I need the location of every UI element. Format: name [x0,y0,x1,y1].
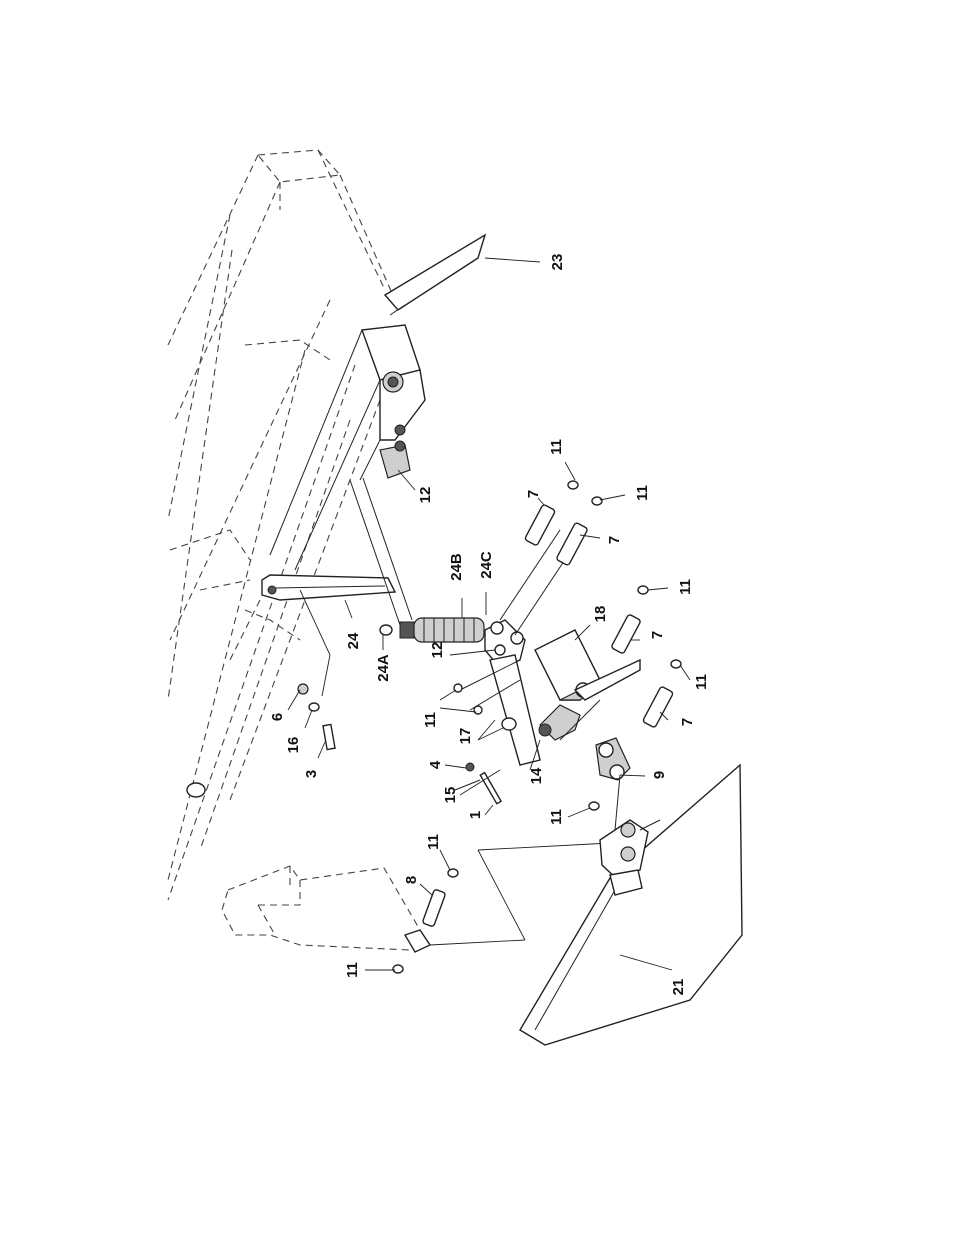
spring-assembly [380,618,484,642]
callout-24: 24 [345,632,362,649]
callout-17: 17 [457,728,474,745]
callout-11-lower-a: 11 [548,809,565,825]
callout-24b: 24B [448,553,465,581]
callout-24a: 24A [375,654,392,682]
callout-12-upper: 12 [417,487,434,504]
callout-3: 3 [303,770,320,778]
callout-15: 15 [442,787,459,804]
callout-12-lower: 12 [429,642,446,659]
callout-11-upper-a: 11 [548,439,565,455]
callout-11-right-a: 11 [677,579,694,595]
callout-24c: 24C [478,551,495,579]
slotted-bracket [262,478,412,625]
callout-21: 21 [670,979,687,996]
callout-9: 9 [651,771,668,779]
callout-4: 4 [427,760,444,769]
callout-14: 14 [528,767,545,784]
callout-16: 16 [285,737,302,754]
pin-7-upper [524,504,555,546]
callout-7-lower: 7 [679,718,696,726]
pivot-bracket [539,700,600,740]
callout-7-right: 7 [649,631,666,639]
callout-11-bottom: 11 [344,962,361,978]
callout-23: 23 [549,254,566,271]
phantom-frame [168,150,420,950]
callout-8: 8 [403,876,420,884]
callout-11-lower-b: 11 [425,834,442,850]
callout-11-mid: 11 [422,712,439,728]
callout-1: 1 [467,811,484,819]
callout-11-right-b: 11 [693,674,710,690]
blade-21 [520,765,742,1045]
callout-7-upper: 7 [525,490,542,498]
clamp-9 [596,738,630,830]
callout-18: 18 [592,606,609,623]
callout-11-upper-b: 11 [634,485,651,501]
callout-7-mid: 7 [606,536,623,544]
pin-7-right [611,614,641,654]
callout-6: 6 [269,713,286,721]
pin-7-lower [642,686,673,728]
pin-7-mid [556,522,588,566]
